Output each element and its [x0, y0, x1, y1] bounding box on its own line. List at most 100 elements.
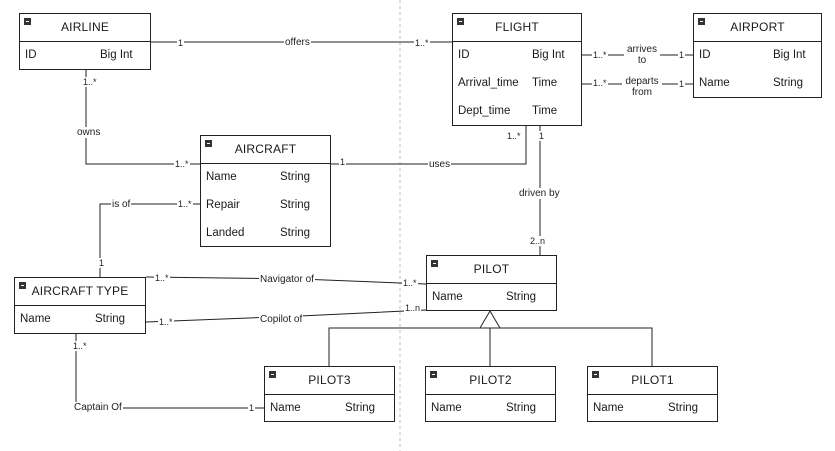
attribute-name: Landed	[206, 227, 245, 239]
multiplicity-is-of-aircraft: 1..*	[177, 199, 193, 209]
multiplicity-driven-by-flight: 1	[538, 131, 546, 141]
attribute-name: ID	[699, 49, 711, 61]
attribute-type: String	[773, 77, 804, 89]
multiplicity-arrives-flight: 1..*	[592, 50, 608, 60]
relation-label-driven-by: driven by	[518, 188, 561, 199]
attribute-row: Name String	[427, 284, 556, 312]
relation-label-uses: uses	[428, 159, 452, 170]
attribute-row: Name String	[15, 306, 145, 334]
attribute-type: Big Int	[773, 49, 806, 61]
multiplicity-offers-flight: 1..*	[414, 38, 430, 48]
multiplicity-captain-pilot3: 1	[248, 403, 256, 413]
attribute-name: Repair	[206, 199, 240, 211]
entity-pilot[interactable]: PILOT Name String	[426, 255, 557, 311]
attribute-type: String	[280, 199, 311, 211]
attribute-type: Big Int	[532, 49, 565, 61]
attribute-row: Name String	[694, 70, 821, 98]
multiplicity-captain-type: 1..*	[72, 341, 88, 351]
entity-pilot3[interactable]: PILOT3 Name String	[264, 366, 395, 422]
entity-title: PILOT1	[631, 373, 674, 387]
attribute-row: ID Big Int	[453, 42, 581, 70]
owns-connector[interactable]	[85, 70, 200, 165]
inheritance-branch-pilot3	[328, 327, 490, 366]
relation-label-navigator-of: Navigator of	[259, 274, 315, 285]
multiplicity-navigator-pilot: 1..*	[402, 278, 418, 288]
collapse-icon[interactable]	[457, 18, 464, 25]
attribute-type: String	[506, 291, 537, 303]
multiplicity-driven-by-pilot: 2..n	[529, 236, 547, 246]
attribute-name: Name	[20, 313, 51, 325]
collapse-icon[interactable]	[19, 282, 26, 289]
attribute-row: Arrival_time Time	[453, 70, 581, 98]
attribute-row: Name String	[201, 164, 330, 192]
multiplicity-uses-flight: 1..*	[506, 131, 522, 141]
entity-title: AIRCRAFT TYPE	[31, 284, 129, 298]
relation-label-departs-from: departs from	[622, 76, 662, 98]
entity-title: AIRCRAFT	[234, 142, 297, 156]
attribute-name: Name	[206, 171, 237, 183]
attribute-row: Dept_time Time	[453, 98, 581, 126]
relation-label-captain-of: Captain Of	[73, 402, 123, 413]
multiplicity-arrives-airport: 1	[678, 50, 686, 60]
multiplicity-owns-aircraft: 1..*	[174, 159, 190, 169]
collapse-icon[interactable]	[430, 371, 437, 378]
attribute-name: Arrival_time	[458, 77, 519, 89]
entity-title: PILOT	[473, 262, 510, 276]
relation-label-owns: owns	[76, 127, 102, 138]
multiplicity-departs-airport: 1	[678, 79, 686, 89]
multiplicity-offers-airline: 1	[177, 38, 185, 48]
entity-title: PILOT2	[469, 373, 512, 387]
entity-title: FLIGHT	[495, 20, 539, 34]
inheritance-branch-pilot1	[490, 327, 653, 366]
collapse-icon[interactable]	[24, 18, 31, 25]
attribute-row: Repair String	[201, 192, 330, 220]
attribute-row: Name String	[265, 395, 394, 423]
attribute-type: String	[506, 402, 537, 414]
relation-label-is-of: is of	[111, 199, 132, 210]
entity-title: AIRLINE	[60, 20, 110, 34]
attribute-name: Name	[270, 402, 301, 414]
collapse-icon[interactable]	[698, 18, 705, 25]
attribute-row: Name String	[426, 395, 555, 423]
attribute-type: Big Int	[100, 49, 133, 61]
attribute-name: Name	[432, 291, 463, 303]
is-of-connector[interactable]	[99, 203, 200, 277]
inheritance-triangle[interactable]	[479, 310, 501, 329]
attribute-name: Name	[593, 402, 624, 414]
attribute-name: Dept_time	[458, 105, 511, 117]
attribute-name: Name	[431, 402, 462, 414]
attribute-row: Name String	[588, 395, 717, 423]
multiplicity-navigator-type: 1..*	[154, 273, 170, 283]
attribute-name: Name	[699, 77, 730, 89]
attribute-name: ID	[25, 49, 37, 61]
attribute-type: Time	[532, 77, 558, 89]
entity-pilot2[interactable]: PILOT2 Name String	[425, 366, 556, 422]
relation-label-offers: offers	[284, 37, 311, 48]
attribute-type: String	[345, 402, 376, 414]
entity-aircraft-type[interactable]: AIRCRAFT TYPE Name String	[14, 277, 146, 334]
attribute-type: String	[668, 402, 699, 414]
entity-airline[interactable]: AIRLINE ID Big Int	[19, 13, 151, 70]
attribute-type: String	[95, 313, 126, 325]
entity-title: AIRPORT	[730, 20, 785, 34]
entity-pilot1[interactable]: PILOT1 Name String	[587, 366, 718, 422]
entity-airport[interactable]: AIRPORT ID Big Int Name String	[693, 13, 822, 98]
uses-connector[interactable]	[330, 126, 527, 165]
captain-of-connector[interactable]	[75, 334, 265, 409]
collapse-icon[interactable]	[431, 260, 438, 267]
entity-title: PILOT3	[308, 373, 351, 387]
collapse-icon[interactable]	[592, 371, 599, 378]
multiplicity-uses-aircraft: 1	[339, 157, 347, 167]
collapse-icon[interactable]	[269, 371, 276, 378]
multiplicity-is-of-type: 1	[98, 258, 106, 268]
attribute-type: Time	[532, 105, 558, 117]
collapse-icon[interactable]	[205, 140, 212, 147]
multiplicity-copilot-type: 1..*	[158, 317, 174, 327]
attribute-row: ID Big Int	[694, 42, 821, 70]
multiplicity-departs-flight: 1..*	[592, 78, 608, 88]
attribute-type: String	[280, 171, 311, 183]
attribute-name: ID	[458, 49, 470, 61]
